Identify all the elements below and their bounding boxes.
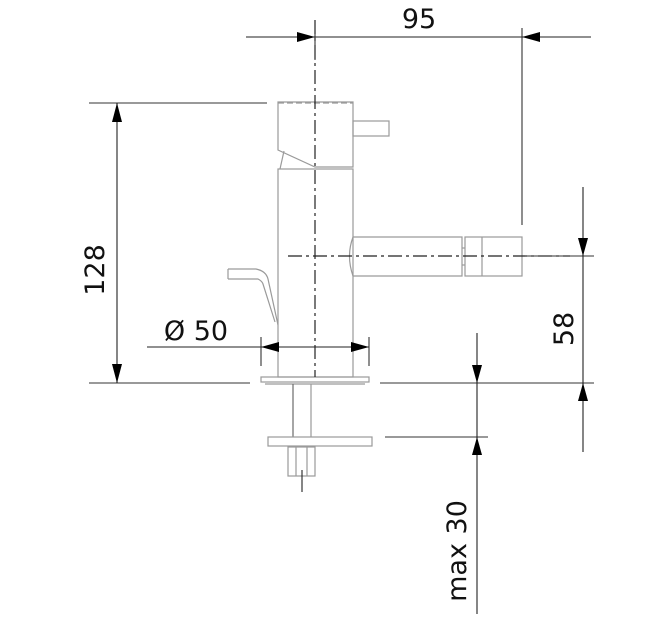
washer-plate [267,436,373,447]
dimension-95: 95 [246,4,591,225]
dimension-95-label: 95 [402,4,436,35]
lever-head [277,101,354,168]
dimension-max-30: max 30 [385,333,488,614]
pop-up-rod [227,268,279,326]
base-flange [260,376,370,383]
tap-body [227,101,523,492]
lever-handle [352,120,390,137]
dimension-58-label: 58 [549,312,580,346]
dimension-128-label: 128 [80,244,111,296]
dimension-diameter-50: Ø 50 [147,316,370,366]
spout [348,236,463,277]
dimension-58: 58 [380,187,594,452]
dimension-128: 128 [80,102,267,384]
dimension-diameter-50-label: Ø 50 [164,316,228,347]
dimension-max-30-label: max 30 [442,500,473,602]
